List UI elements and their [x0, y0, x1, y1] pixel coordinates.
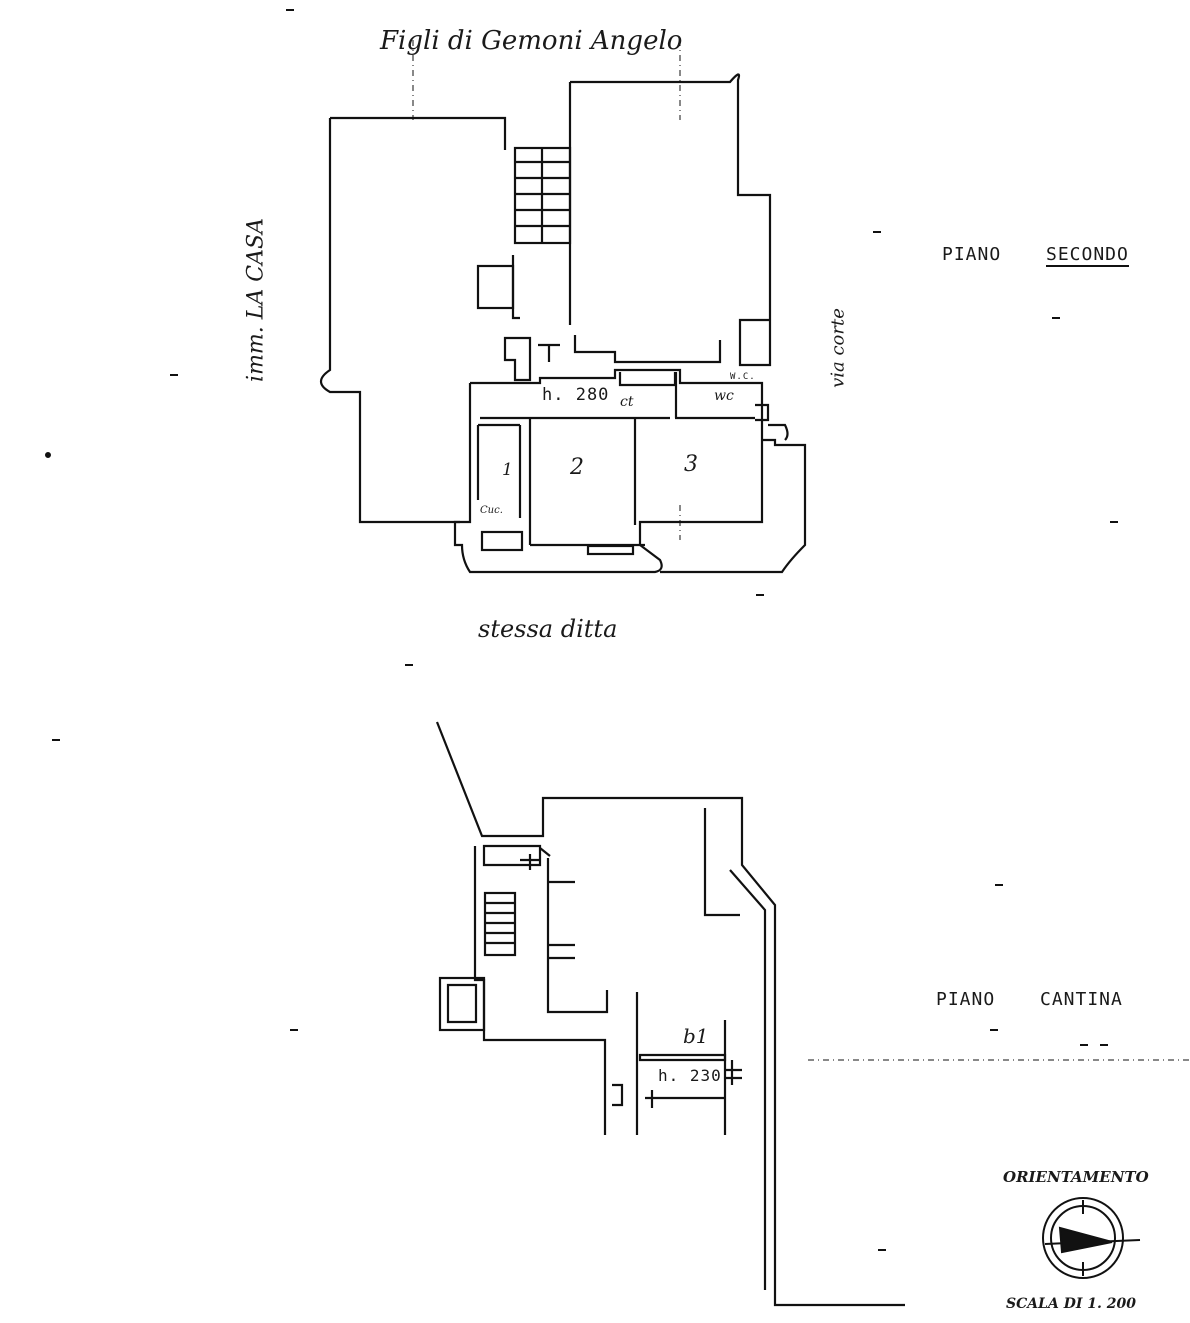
room-3-label: 3	[684, 452, 698, 477]
upper-apartment-outer-wall	[453, 383, 764, 574]
upper-staircase	[513, 146, 572, 245]
cellar-floor-height: h. 230	[658, 1066, 722, 1085]
upper-balcony-window	[586, 544, 635, 556]
upper-shaft-box	[476, 264, 515, 310]
cellar-inner-wall	[703, 808, 740, 917]
upper-floor-height: h. 280	[542, 385, 610, 405]
top-neighbor-label: Figli di Gemoni Angelo	[380, 26, 683, 56]
upper-floor-title-word2: SECONDO	[1046, 244, 1129, 267]
room-tag-cuc: Cuc.	[480, 505, 503, 516]
upper-floor-title-word1: PIANO	[942, 244, 1002, 265]
upper-fixture	[538, 343, 560, 362]
cellar-floor-title-word1: PIANO	[936, 989, 996, 1010]
cellar-room-tag: b1	[683, 1024, 709, 1048]
orientation-label: ORIENTAMENTO	[1003, 1168, 1149, 1186]
bottom-neighbor-label: stessa ditta	[478, 615, 618, 643]
compass-rose	[1042, 1197, 1141, 1279]
upper-right-block-outline	[568, 73, 772, 367]
upper-left-block-outline	[319, 116, 507, 524]
cellar-floor-title-word2: CANTINA	[1040, 989, 1123, 1010]
cellar-room-b1	[638, 1053, 727, 1062]
room-1-label: 1	[502, 460, 513, 480]
room-tag-wc: W.C.	[730, 372, 756, 382]
cellar-shaft-box	[438, 976, 486, 1032]
cellar-staircase	[483, 891, 517, 957]
upper-cuc-fixture	[480, 530, 524, 552]
upper-corridor-wall	[573, 335, 722, 364]
room-tag-wc-bath: wc	[714, 388, 734, 404]
room-tag-ct: ct	[620, 394, 634, 410]
cellar-diagonal-wall	[435, 721, 905, 1307]
upper-right-wing	[660, 438, 807, 574]
upper-chimney	[503, 336, 532, 382]
scale-label: SCALA DI 1. 200	[1006, 1296, 1136, 1312]
right-neighbor-label: via corte	[827, 308, 849, 388]
room-2-label: 2	[570, 455, 584, 480]
left-neighbor-label: imm. LA CASA	[243, 218, 269, 382]
upper-apartment-top-wall	[470, 368, 764, 440]
